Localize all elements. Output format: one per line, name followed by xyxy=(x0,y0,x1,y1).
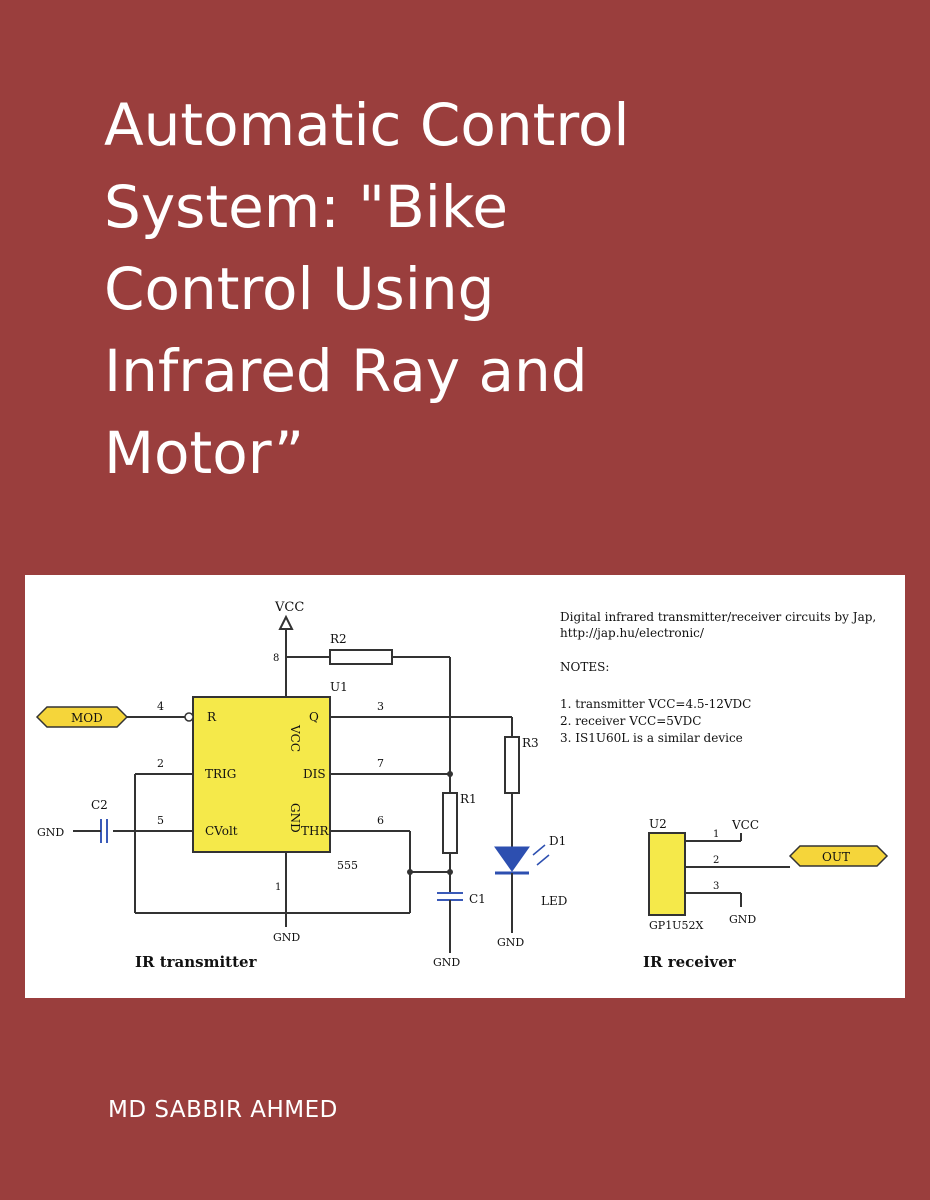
pin-4-label: 4 xyxy=(157,700,164,713)
note-line-3: NOTES: xyxy=(560,660,609,674)
out-label: OUT xyxy=(822,850,850,864)
resistor-r1 xyxy=(442,792,458,854)
title-line-5: Motor” xyxy=(104,419,305,487)
receiver-caption: IR receiver xyxy=(643,953,737,971)
title-line-1: Automatic Control xyxy=(104,91,630,159)
u1-label: U1 xyxy=(330,680,348,694)
junction-dot-3 xyxy=(447,869,453,875)
pin-1-label: 1 xyxy=(275,882,281,893)
pin-8-label: 8 xyxy=(273,653,279,664)
vcc-label: VCC xyxy=(274,600,304,615)
resistor-r2 xyxy=(329,649,393,665)
mod-label: MOD xyxy=(71,711,103,725)
pin-5-label: 5 xyxy=(157,814,164,827)
title-line-2: System: "Bike xyxy=(104,173,509,241)
pin-trig-label: TRIG xyxy=(205,767,236,781)
gnd-label-chip: GND xyxy=(273,931,300,944)
note-line-1: Digital infrared transmitter/receiver ci… xyxy=(560,610,876,624)
pin-thr-label: THR xyxy=(301,824,329,838)
gnd-label-led: GND xyxy=(497,936,524,949)
junction-dot xyxy=(447,771,453,777)
transmitter-caption: IR transmitter xyxy=(135,953,258,971)
vcc-label-rx: VCC xyxy=(731,818,759,832)
chip-555-label: 555 xyxy=(337,859,358,872)
r2-label: R2 xyxy=(330,632,347,646)
title-line-4: Infrared Ray and xyxy=(104,337,588,405)
led-ray-icon xyxy=(532,844,546,856)
u2-part-label: GP1U52X xyxy=(649,919,703,932)
note-line-2: http://jap.hu/electronic/ xyxy=(560,626,705,640)
c1-label: C1 xyxy=(469,892,486,906)
rx-pin-2-label: 2 xyxy=(713,855,719,866)
title-line-3: Control Using xyxy=(104,255,495,323)
resistor-r3 xyxy=(504,736,520,794)
note-line-6: 3. IS1U60L is a similar device xyxy=(560,731,743,745)
led-ray-icon-2 xyxy=(536,854,550,866)
out-output-tag xyxy=(788,845,889,867)
c2-label: C2 xyxy=(91,798,108,812)
d1-label: D1 xyxy=(549,834,566,848)
pin-2-label: 2 xyxy=(157,757,164,770)
author-name: MD SABBIR AHMED xyxy=(108,1097,338,1123)
junction-dot-2 xyxy=(407,869,413,875)
chip-u1 xyxy=(192,696,331,853)
inverter-dot xyxy=(184,712,194,722)
vcc-arrow-icon xyxy=(278,614,294,630)
schematic-drawing: VCC 8 R2 U1 R TRIG CVolt Q DIS THR VCC G… xyxy=(35,600,889,971)
pin-7-label: 7 xyxy=(377,757,384,770)
pin-6-label: 6 xyxy=(377,814,384,827)
led-label: LED xyxy=(541,894,567,908)
u2-label: U2 xyxy=(649,817,667,831)
pin-gnd-label: GND xyxy=(288,803,302,833)
circuit-schematic: VCC 8 R2 U1 R TRIG CVolt Q DIS THR VCC G… xyxy=(25,575,905,998)
note-line-4: 1. transmitter VCC=4.5-12VDC xyxy=(560,697,751,711)
note-line-5: 2. receiver VCC=5VDC xyxy=(560,714,701,728)
r3-label: R3 xyxy=(522,736,539,750)
gnd-label-c1: GND xyxy=(433,956,460,969)
pin-dis-label: DIS xyxy=(303,767,326,781)
led-diode-icon xyxy=(494,846,530,872)
pin-cvolt-label: CVolt xyxy=(205,824,238,838)
gnd-label-rx: GND xyxy=(729,913,756,926)
gnd-label-c2: GND xyxy=(37,826,64,839)
pin-3-label: 3 xyxy=(377,700,384,713)
book-title: Automatic Control System: "Bike Control … xyxy=(104,84,864,494)
rx-pin-3-label: 3 xyxy=(713,881,719,892)
pin-r-label: R xyxy=(207,710,217,724)
chip-u2 xyxy=(648,832,686,916)
pin-vcc-label: VCC xyxy=(288,724,302,752)
pin-q-label: Q xyxy=(309,710,319,724)
rx-pin-1-label: 1 xyxy=(713,829,719,840)
r1-label: R1 xyxy=(460,792,477,806)
